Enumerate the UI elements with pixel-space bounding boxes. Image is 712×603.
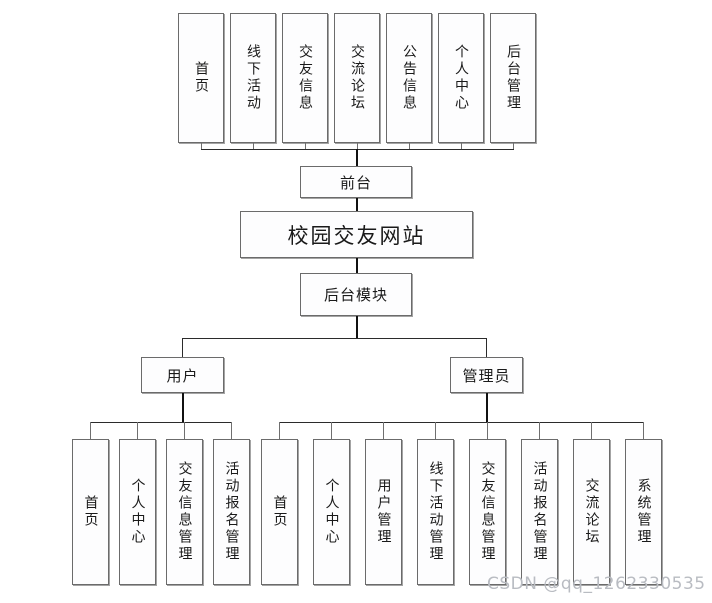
admin-module-box[interactable]: 活动报名管理 xyxy=(521,439,558,585)
connector-admin-drop xyxy=(486,393,488,422)
user-module-label: 活动报名管理 xyxy=(223,461,240,563)
frontend-module-box[interactable]: 个人中心 xyxy=(438,13,484,143)
backend-node-box[interactable]: 后台模块 xyxy=(300,273,412,316)
connector-stub xyxy=(435,422,436,439)
frontend-module-label: 后台管理 xyxy=(505,44,521,112)
connector-to-user-role xyxy=(182,338,183,358)
connector-stub xyxy=(487,422,488,439)
admin-module-box[interactable]: 个人中心 xyxy=(313,439,350,585)
connector-bus-user xyxy=(90,422,231,423)
frontend-module-box[interactable]: 后台管理 xyxy=(490,13,536,143)
admin-module-box[interactable]: 线下活动管理 xyxy=(417,439,454,585)
admin-module-box[interactable]: 首页 xyxy=(261,439,298,585)
admin-module-label: 活动报名管理 xyxy=(531,461,548,563)
frontend-module-box[interactable]: 首页 xyxy=(178,13,224,143)
connector-frontend-to-root xyxy=(356,198,358,211)
frontend-node-label: 前台 xyxy=(339,173,372,192)
frontend-module-label: 交友信息 xyxy=(297,44,313,112)
frontend-module-label: 交流论坛 xyxy=(349,44,365,112)
user-module-box[interactable]: 个人中心 xyxy=(119,439,156,585)
connector-stub xyxy=(201,143,202,150)
user-module-box[interactable]: 交友信息管理 xyxy=(166,439,203,585)
frontend-module-box[interactable]: 交流论坛 xyxy=(334,13,380,143)
connector-stub xyxy=(539,422,540,439)
connector-root-to-backend xyxy=(356,258,358,273)
connector-stub xyxy=(409,143,410,150)
admin-module-label: 系统管理 xyxy=(635,478,652,546)
connector-stub xyxy=(331,422,332,439)
role-node-label: 管理员 xyxy=(462,366,511,385)
admin-module-label: 线下活动管理 xyxy=(427,461,444,563)
frontend-module-label: 首页 xyxy=(193,61,209,95)
root-node-box[interactable]: 校园交友网站 xyxy=(240,211,473,258)
connector-to-admin-role xyxy=(486,338,487,358)
frontend-module-box[interactable]: 公告信息 xyxy=(386,13,432,143)
admin-module-box[interactable]: 交友信息管理 xyxy=(469,439,506,585)
connector-frontend-to-node xyxy=(356,149,358,166)
admin-module-box[interactable]: 用户管理 xyxy=(365,439,402,585)
role-node-label: 用户 xyxy=(166,366,199,385)
frontend-module-box[interactable]: 线下活动 xyxy=(230,13,276,143)
admin-module-box[interactable]: 交流论坛 xyxy=(573,439,610,585)
connector-stub xyxy=(591,422,592,439)
user-module-label: 交友信息管理 xyxy=(176,461,193,563)
frontend-module-label: 个人中心 xyxy=(453,44,469,112)
user-module-label: 首页 xyxy=(82,495,99,529)
connector-stub xyxy=(357,143,358,150)
connector-roles-bus xyxy=(182,338,487,339)
user-module-label: 个人中心 xyxy=(129,478,146,546)
connector-stub xyxy=(90,422,91,439)
admin-module-label: 首页 xyxy=(271,495,288,529)
user-module-box[interactable]: 首页 xyxy=(72,439,109,585)
root-node-label: 校园交友网站 xyxy=(287,223,426,248)
frontend-module-box[interactable]: 交友信息 xyxy=(282,13,328,143)
user-module-box[interactable]: 活动报名管理 xyxy=(213,439,250,585)
admin-module-label: 个人中心 xyxy=(323,478,340,546)
connector-stub xyxy=(253,143,254,150)
backend-node-label: 后台模块 xyxy=(323,286,388,304)
admin-module-label: 用户管理 xyxy=(375,478,392,546)
connector-stub xyxy=(137,422,138,439)
connector-stub xyxy=(461,143,462,150)
connector-user-drop xyxy=(182,393,184,422)
connector-stub xyxy=(305,143,306,150)
connector-backend-drop xyxy=(356,316,358,338)
connector-stub xyxy=(231,422,232,439)
role-node-admin[interactable]: 管理员 xyxy=(450,357,523,393)
connector-stub xyxy=(184,422,185,439)
frontend-module-label: 公告信息 xyxy=(401,44,417,112)
admin-module-label: 交友信息管理 xyxy=(479,461,496,563)
role-node-user[interactable]: 用户 xyxy=(141,357,224,393)
connector-stub xyxy=(383,422,384,439)
admin-module-box[interactable]: 系统管理 xyxy=(625,439,662,585)
connector-bus-admin xyxy=(279,422,644,423)
connector-stub xyxy=(279,422,280,439)
connector-stub xyxy=(643,422,644,439)
frontend-module-label: 线下活动 xyxy=(245,44,261,112)
connector-stub xyxy=(513,143,514,150)
frontend-node-box[interactable]: 前台 xyxy=(300,166,412,198)
admin-module-label: 交流论坛 xyxy=(583,478,600,546)
